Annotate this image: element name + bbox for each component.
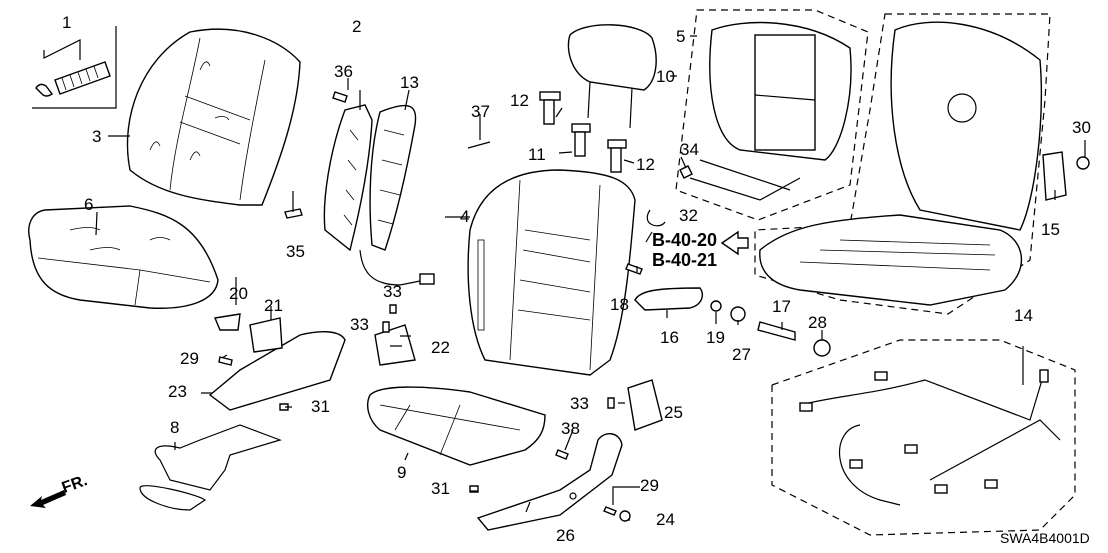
callout-4[interactable]: 4 [460, 207, 470, 226]
callout-29-right[interactable]: 29 [640, 476, 659, 495]
part-12-headrest-guide-right[interactable] [607, 139, 627, 173]
part-38-screw[interactable] [555, 449, 569, 460]
reference-code-1[interactable]: B-40-20 [652, 230, 718, 250]
part-36-bolt[interactable] [332, 91, 348, 103]
part-31-clip-a[interactable] [279, 403, 289, 411]
callout-31-right[interactable]: 31 [431, 479, 450, 498]
callout-28[interactable]: 28 [808, 313, 827, 332]
callout-33-top[interactable]: 33 [383, 282, 402, 301]
callout-36[interactable]: 36 [334, 62, 353, 81]
callout-35[interactable]: 35 [286, 242, 305, 261]
reference-code-2[interactable]: B-40-21 [652, 250, 718, 270]
part-29-screw-a[interactable] [218, 356, 233, 366]
callout-30[interactable]: 30 [1072, 118, 1091, 137]
part-16-recliner-knob[interactable] [634, 287, 703, 311]
callout-27[interactable]: 27 [732, 345, 751, 364]
part-24-cap[interactable] [619, 510, 631, 522]
part-6-cushion-cover[interactable] [28, 205, 219, 309]
callout-2[interactable]: 2 [352, 17, 362, 36]
callout-12-left[interactable]: 12 [510, 91, 529, 110]
callout-25[interactable]: 25 [664, 403, 683, 422]
diagram-code: SWA4B4001D [1000, 530, 1090, 546]
part-29-screw-b[interactable] [603, 506, 617, 516]
seat-frame-assembly[interactable] [754, 13, 1051, 315]
callout-26[interactable]: 26 [556, 526, 575, 545]
part-14-wire-harness[interactable] [771, 339, 1076, 536]
part-4-seatback-pad[interactable] [467, 169, 636, 376]
part-10-headrest[interactable] [567, 24, 657, 129]
part-15-control-unit[interactable] [1042, 151, 1067, 201]
callout-29-left[interactable]: 29 [180, 349, 199, 368]
part-33-screw-c[interactable] [607, 397, 615, 409]
callout-11[interactable]: 11 [528, 145, 546, 164]
part-23-recliner-cover[interactable] [208, 331, 346, 411]
part-12-headrest-guide-left[interactable] [539, 91, 561, 125]
callout-33-left[interactable]: 33 [350, 315, 369, 334]
part-13-airbag-bracket[interactable] [369, 104, 417, 251]
part-26-side-cover[interactable] [476, 433, 623, 531]
part-20-knob[interactable] [214, 313, 241, 331]
callout-19[interactable]: 19 [706, 328, 725, 347]
callout-33-lower[interactable]: 33 [570, 394, 589, 413]
callout-37[interactable]: 37 [471, 102, 490, 121]
part-1-clip-set[interactable] [32, 26, 117, 109]
part-9-cushion-pad[interactable] [367, 386, 546, 466]
callout-34[interactable]: 34 [680, 140, 699, 159]
callout-3[interactable]: 3 [92, 127, 102, 146]
reference-arrow-icon [720, 230, 749, 256]
part-30-nut[interactable] [1076, 156, 1090, 170]
part-11-headrest-guide-lock[interactable] [571, 123, 591, 157]
part-33-screw-a[interactable] [389, 304, 397, 314]
part-35-clip[interactable] [284, 208, 303, 219]
part-5-seatback-frame[interactable] [675, 9, 869, 221]
callout-13[interactable]: 13 [400, 73, 419, 92]
leader-lines [95, 35, 1086, 521]
callout-21[interactable]: 21 [264, 296, 283, 315]
front-arrow-icon [30, 490, 66, 508]
part-28-cap[interactable] [813, 339, 831, 357]
callout-20[interactable]: 20 [229, 284, 248, 303]
part-37-wire-clip[interactable] [467, 141, 491, 149]
callout-22[interactable]: 22 [431, 338, 450, 357]
callout-14[interactable]: 14 [1014, 306, 1033, 325]
part-17-bolt[interactable] [757, 321, 796, 341]
part-2-airbag-module[interactable] [323, 104, 435, 286]
part-21-cover[interactable] [249, 317, 283, 353]
callout-24[interactable]: 24 [656, 510, 675, 529]
callout-6[interactable]: 6 [84, 195, 94, 214]
callout-38[interactable]: 38 [561, 419, 580, 438]
part-32-clip[interactable] [646, 209, 666, 227]
part-19-nut[interactable] [710, 300, 722, 312]
callout-5[interactable]: 5 [676, 27, 686, 46]
callout-10[interactable]: 10 [656, 67, 675, 86]
callout-1[interactable]: 1 [62, 13, 72, 32]
callout-15[interactable]: 15 [1041, 220, 1060, 239]
callout-9[interactable]: 9 [397, 463, 407, 482]
part-27-nut[interactable] [730, 306, 746, 322]
front-arrow-indicator [28, 480, 108, 510]
callout-16[interactable]: 16 [660, 328, 679, 347]
callout-18[interactable]: 18 [610, 295, 629, 314]
part-22-lever-bracket[interactable] [374, 324, 416, 366]
part-8-seat-heater[interactable] [139, 424, 282, 511]
part-33-screw-b[interactable] [382, 321, 390, 333]
part-3-seatback-cover[interactable] [126, 28, 301, 206]
callout-23[interactable]: 23 [168, 382, 187, 401]
callout-8[interactable]: 8 [170, 418, 180, 437]
callout-12-right[interactable]: 12 [636, 155, 655, 174]
callout-32[interactable]: 32 [679, 206, 698, 225]
callout-17[interactable]: 17 [772, 297, 791, 316]
callout-31-left[interactable]: 31 [311, 397, 330, 416]
part-25-bracket[interactable] [627, 379, 663, 431]
